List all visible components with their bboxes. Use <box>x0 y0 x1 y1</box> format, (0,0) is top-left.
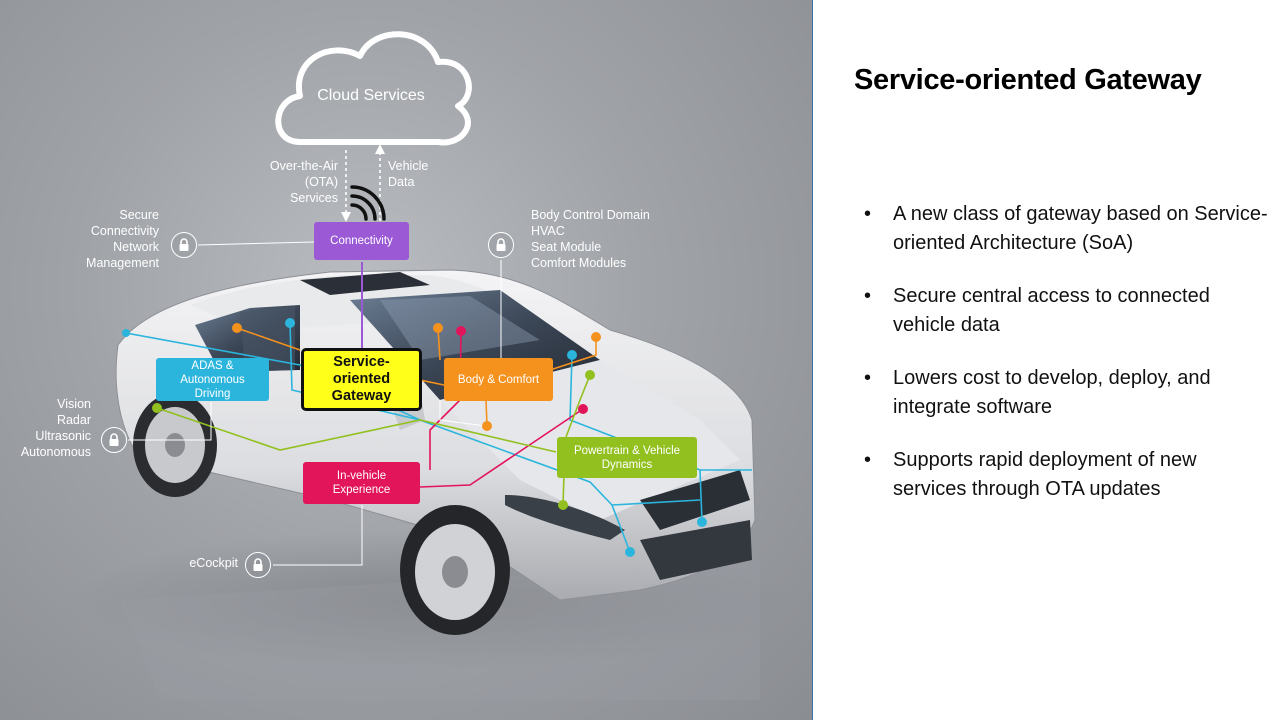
adas-line: ADAS & <box>191 359 234 372</box>
service-oriented-gateway-box: Service- oriented Gateway <box>301 348 422 411</box>
bullet-dot: • <box>864 367 872 389</box>
invehicle-line: Experience <box>332 484 391 496</box>
body-domain-label: Body Control Domain HVAC Seat Module Com… <box>531 207 681 271</box>
bullet-dot: • <box>864 203 872 225</box>
bullet-item: • Secure central access to connected vehi… <box>858 282 1268 340</box>
body-domain-line: Comfort Modules <box>531 256 627 270</box>
lock-icon <box>245 552 271 578</box>
body-comfort-box: Body & Comfort <box>444 358 553 401</box>
panel-divider <box>812 0 813 720</box>
bullet-item: • Supports rapid deployment of new servic… <box>858 446 1268 504</box>
ota-line: Services <box>290 191 338 205</box>
vision-radar-label: Vision Radar Ultrasonic Autonomous <box>10 396 91 460</box>
invehicle-line: In-vehicle <box>336 470 387 482</box>
vision-line: Vision <box>57 397 91 411</box>
connectivity-box: Connectivity <box>314 222 409 260</box>
network-nodes <box>122 318 707 557</box>
vehicle-data-label: Vehicle Data <box>388 158 458 190</box>
ota-line: Over-the-Air <box>269 159 338 173</box>
cloud-label: Cloud Services <box>317 87 425 104</box>
secure-line: Secure <box>119 208 159 222</box>
adas-line: Autonomous <box>180 373 245 386</box>
bullet-text: Secure central access to connected vehic… <box>893 285 1210 336</box>
ota-label: Over-the-Air (OTA) Services <box>250 158 338 206</box>
network-lines <box>125 241 752 566</box>
lock-icon <box>488 232 514 258</box>
in-vehicle-experience-box: In-vehicle Experience <box>303 462 420 504</box>
bullet-text: Supports rapid deployment of new service… <box>893 449 1197 500</box>
gateway-line: Service- <box>333 354 390 370</box>
diagram-panel: Cloud Services Over-the-Air (OTA) Servic… <box>0 0 812 720</box>
lock-icon <box>171 232 197 258</box>
bullet-dot: • <box>864 449 872 471</box>
secure-line: Network <box>113 240 159 254</box>
bullet-text: A new class of gateway based on Service-… <box>893 203 1268 254</box>
powertrain-box: Powertrain & Vehicle Dynamics <box>557 437 697 478</box>
vehicle-data-line: Data <box>388 175 415 189</box>
bullet-item: • Lowers cost to develop, deploy, and int… <box>858 364 1268 422</box>
bullet-text: Lowers cost to develop, deploy, and inte… <box>893 367 1211 418</box>
vision-line: Autonomous <box>20 445 91 459</box>
wireless-signal-icon <box>350 185 386 221</box>
ecockpit-label: eCockpit <box>189 556 238 570</box>
cloud-outline <box>275 31 472 146</box>
bullet-list: • A new class of gateway based on Service… <box>858 200 1268 528</box>
ota-line: (OTA) <box>304 175 338 189</box>
body-domain-line: Seat Module <box>531 240 602 254</box>
adas-box: ADAS & Autonomous Driving <box>156 358 269 401</box>
bullet-dot: • <box>864 285 872 307</box>
vision-line: Radar <box>56 413 91 427</box>
slide-title: Service-oriented Gateway <box>854 64 1202 96</box>
bullet-item: • A new class of gateway based on Service… <box>858 200 1268 258</box>
car-network-diagram <box>70 31 790 700</box>
vision-line: Ultrasonic <box>35 429 91 443</box>
body-domain-line: Body Control Domain <box>531 208 650 222</box>
vehicle-data-line: Vehicle <box>388 159 429 173</box>
powertrain-line: Powertrain & Vehicle <box>573 444 681 457</box>
secure-line: Management <box>86 256 159 270</box>
powertrain-line: Dynamics <box>601 458 653 471</box>
secure-line: Connectivity <box>90 224 159 238</box>
gateway-line: Gateway <box>331 388 392 404</box>
adas-line: Driving <box>194 387 231 400</box>
gateway-line: oriented <box>332 371 391 387</box>
body-domain-line: HVAC <box>531 224 565 238</box>
secure-connectivity-label: Secure Connectivity Network Management <box>60 207 159 271</box>
lock-icon <box>101 427 127 453</box>
